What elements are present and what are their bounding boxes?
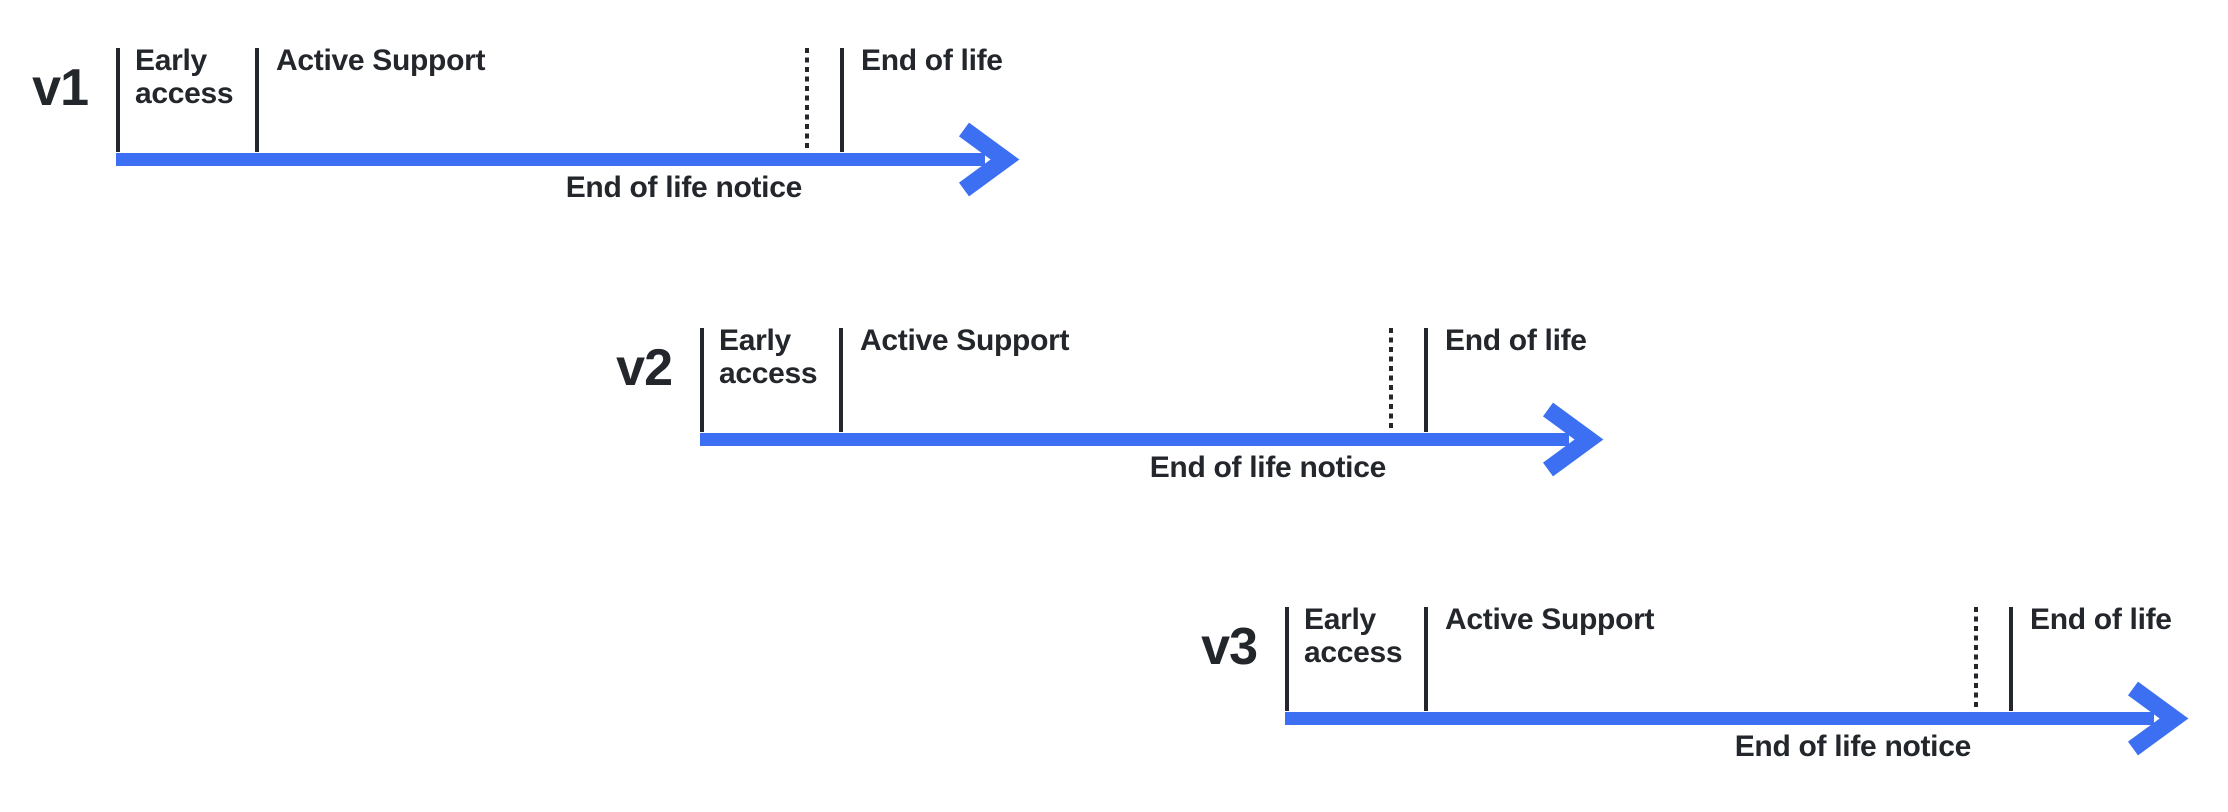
early-access-end-tick — [1424, 607, 1428, 711]
active-support-label: Active Support — [276, 44, 486, 77]
timeline-arrow — [116, 122, 1020, 197]
early-access-label: Early access — [135, 44, 234, 110]
end-of-life-notice-label: End of life notice — [1734, 730, 1972, 763]
timeline-arrow — [700, 402, 1604, 477]
timeline-v2: v2 Early access Active Support End of li… — [616, 324, 1622, 503]
end-of-life-label: End of life — [861, 44, 1003, 77]
end-of-life-label: End of life — [2030, 603, 2172, 636]
version-label: v1 — [32, 59, 89, 117]
arrow-head-icon — [2127, 681, 2189, 756]
timeline-v1: v1 Early access Active Support End of li… — [32, 44, 1038, 223]
timeline-v3: v3 Early access Active Support End of li… — [1201, 603, 2207, 782]
early-access-end-tick — [255, 48, 259, 152]
start-tick — [1285, 607, 1289, 711]
end-of-life-tick — [840, 48, 844, 152]
timeline-arrow — [1285, 681, 2189, 756]
start-tick — [116, 48, 120, 152]
early-access-label: Early access — [1304, 603, 1403, 669]
start-tick — [700, 328, 704, 432]
end-of-life-notice-label: End of life notice — [565, 171, 803, 204]
end-of-life-tick — [2009, 607, 2013, 711]
active-support-label: Active Support — [860, 324, 1070, 357]
active-support-label: Active Support — [1445, 603, 1655, 636]
arrow-head-icon — [1542, 402, 1604, 477]
end-of-life-label: End of life — [1445, 324, 1587, 357]
early-access-end-tick — [839, 328, 843, 432]
eol-notice-dashed-tick — [805, 48, 809, 148]
early-access-label: Early access — [719, 324, 818, 390]
version-label: v2 — [616, 339, 673, 397]
version-label: v3 — [1201, 618, 1258, 676]
end-of-life-tick — [1424, 328, 1428, 432]
end-of-life-notice-label: End of life notice — [1149, 451, 1387, 484]
eol-notice-dashed-tick — [1974, 607, 1978, 707]
arrow-head-icon — [958, 122, 1020, 197]
eol-notice-dashed-tick — [1389, 328, 1393, 428]
